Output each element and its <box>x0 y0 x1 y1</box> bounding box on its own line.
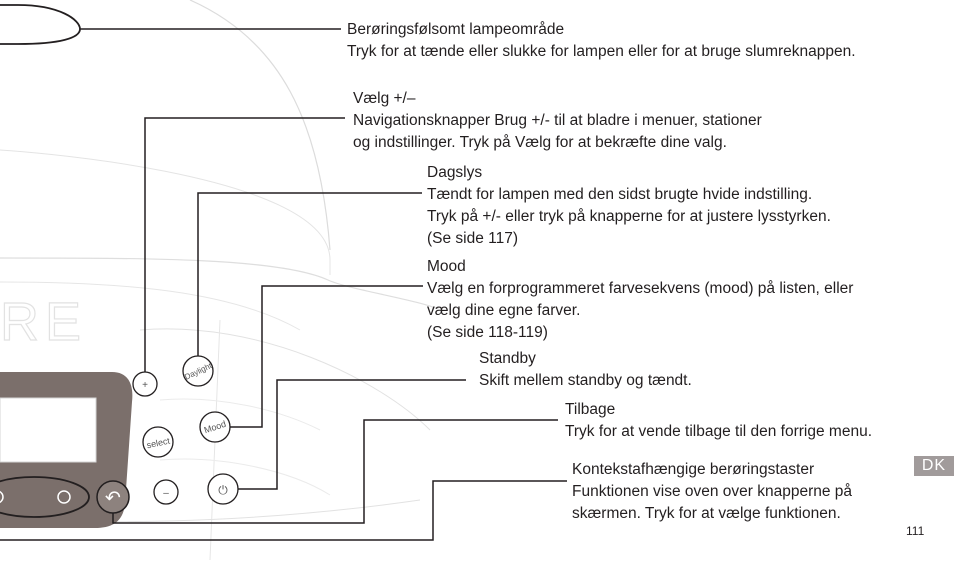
callout-body: Vælg en forprogrammeret farvesekvens (mo… <box>427 280 854 297</box>
callout-title: Tilbage <box>565 401 616 418</box>
callout-body: Skift mellem standby og tændt. <box>479 372 692 389</box>
callout-body: skærmen. Tryk for at vælge funktionen. <box>572 505 841 522</box>
callout-title: Berøringsfølsomt lampeområde <box>347 21 565 38</box>
context-keys-highlight <box>0 476 90 518</box>
callout-body: vælg dine egne farver. <box>427 302 581 319</box>
button-panel-divider <box>159 398 321 431</box>
power-icon: ⏻ <box>218 483 228 497</box>
leader-line-back <box>112 419 558 524</box>
callout-body: og indstillinger. Tryk på Vælg for at be… <box>353 134 727 151</box>
display-screen <box>0 397 97 463</box>
callout-body: Funktionen vise oven over knapperne på <box>572 483 853 500</box>
brand-watermark: RE <box>0 292 87 352</box>
device-body-edge <box>0 149 331 275</box>
button-panel-edge <box>139 328 431 431</box>
callout-body: Tændt for lampen med den sidst brugte hv… <box>427 186 813 203</box>
minus-button[interactable] <box>153 479 179 505</box>
callout-lamp-area: Berøringsfølsomt lampeområde Tryk for at… <box>347 19 856 63</box>
leader-line-standby <box>238 379 466 490</box>
leader-line-select <box>144 117 345 372</box>
callout-context-keys: Kontekstafhængige berøringstaster Funkti… <box>572 459 852 525</box>
callout-body: Tryk for at tænde eller slukke for lampe… <box>347 43 856 60</box>
callout-body: Tryk for at vende tilbage til den forrig… <box>565 423 872 440</box>
callout-body: (Se side 118-119) <box>427 324 548 341</box>
language-tab: DK <box>914 456 954 476</box>
callout-title: Dagslys <box>427 164 483 181</box>
leader-line-context <box>0 480 567 541</box>
callout-daylight: Dagslys Tændt for lampen med den sidst b… <box>427 162 831 250</box>
context-button-right[interactable] <box>57 490 71 504</box>
callout-standby: Standby Skift mellem standby og tændt. <box>479 348 692 392</box>
callout-body: Tryk på +/- eller tryk på knapperne for … <box>427 208 831 225</box>
device-top-rim <box>0 257 441 311</box>
callout-mood: Mood Vælg en forprogrammeret farvesekven… <box>427 256 853 344</box>
page-number: 111 <box>906 524 925 538</box>
plus-label: + <box>142 380 148 391</box>
minus-label: – <box>163 488 169 499</box>
leader-line-daylight <box>197 192 422 356</box>
callout-title: Kontekstafhængige berøringstaster <box>572 461 815 478</box>
lamp-area-highlight <box>0 4 81 45</box>
callout-title: Vælg +/– <box>353 90 416 107</box>
back-icon: ↶ <box>105 488 121 509</box>
callout-title: Mood <box>427 258 466 275</box>
leader-line-mood <box>230 285 423 428</box>
device-body-arc <box>189 0 331 251</box>
callout-back: Tilbage Tryk for at vende tilbage til de… <box>565 399 872 443</box>
device-inner-rim <box>0 281 301 331</box>
select-button[interactable] <box>142 426 174 458</box>
select-label: select <box>146 436 172 451</box>
button-panel-divider <box>159 458 331 496</box>
callout-select: Vælg +/– Navigationsknapper Brug +/- til… <box>353 88 762 154</box>
callout-body: Navigationsknapper Brug +/- til at bladr… <box>353 112 762 129</box>
callout-body: (Se side 117) <box>427 230 519 247</box>
context-button-left[interactable] <box>0 490 4 504</box>
callout-title: Standby <box>479 350 536 367</box>
